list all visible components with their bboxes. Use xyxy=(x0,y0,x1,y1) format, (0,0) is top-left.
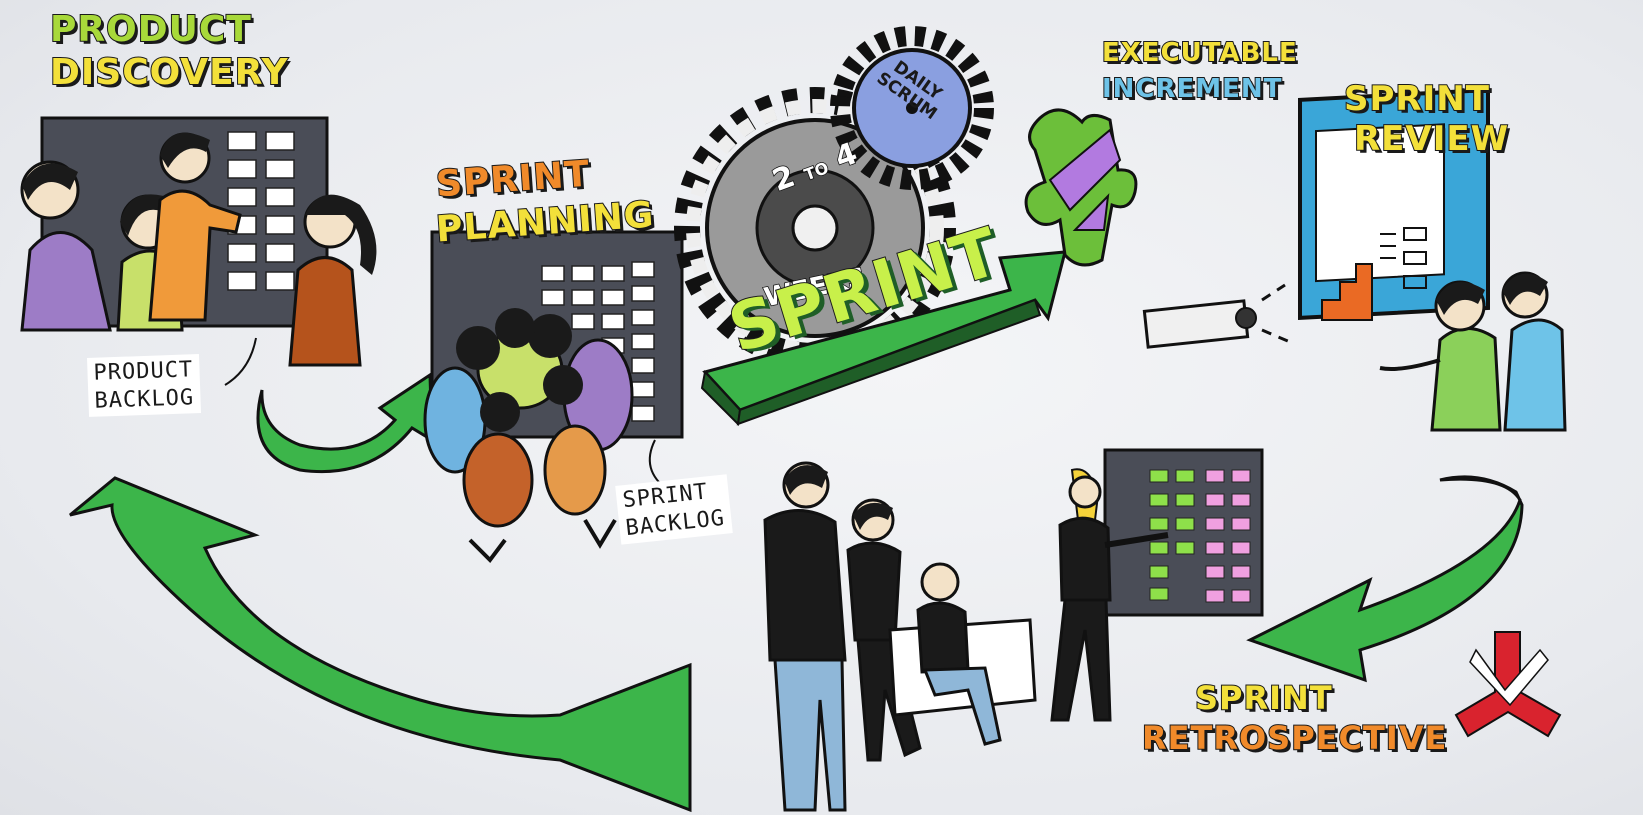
projector xyxy=(1142,283,1291,349)
product-discovery-title-2: DISCOVERY xyxy=(49,52,289,93)
product-discovery-scene xyxy=(20,116,377,367)
executable-increment-title: EXECUTABLE xyxy=(1101,38,1298,68)
projected-checklist xyxy=(1380,227,1427,289)
sprint-review-title: SPRINT xyxy=(1343,79,1490,119)
duration-from: 2 xyxy=(767,158,800,200)
sprint-retrospective-line-1: SPRINT xyxy=(1194,679,1333,717)
reviewer-blue xyxy=(1501,271,1567,432)
sprint-review-scene xyxy=(1142,87,1567,432)
product-discovery-title: PRODUCT xyxy=(49,9,252,50)
product-backlog-pointer xyxy=(224,337,257,386)
executable-increment-line-2: INCREMENT xyxy=(1101,74,1283,104)
sprint-retrospective-title: SPRINT xyxy=(1194,679,1333,717)
arrow-discovery-to-planning xyxy=(256,372,434,474)
retro-facilitator xyxy=(1050,468,1169,722)
executable-increment-line-1: EXECUTABLE xyxy=(1101,38,1298,68)
sprint-retrospective-title-2: RETROSPECTIVE xyxy=(1141,719,1448,757)
duration-to: TO xyxy=(801,157,832,185)
projected-window xyxy=(1315,123,1445,283)
arrow-loop-back xyxy=(69,476,692,813)
person-rust xyxy=(288,194,377,367)
product-backlog-line-1: PRODUCT xyxy=(93,357,194,386)
product-discovery-line-2: DISCOVERY xyxy=(49,52,289,93)
executable-increment-title-2: INCREMENT xyxy=(1101,74,1283,104)
duration-until: 4 xyxy=(830,135,863,177)
person-orange xyxy=(148,132,242,322)
red-corner-logo xyxy=(1454,631,1562,738)
retro-person-1 xyxy=(763,461,847,812)
sprint-retrospective-scene xyxy=(763,448,1264,812)
person-purple xyxy=(20,160,112,332)
sprint-planning-scene xyxy=(224,230,684,564)
sprint-backlog-label: SPRINT BACKLOG xyxy=(615,474,733,545)
retro-pink-notes xyxy=(1205,469,1251,603)
sprint-arrow xyxy=(700,250,1067,427)
arrow-review-to-retrospective xyxy=(1246,475,1524,683)
projected-staircase xyxy=(1321,263,1373,321)
retro-sofa xyxy=(888,562,1037,746)
product-backlog-line-2: BACKLOG xyxy=(94,384,195,414)
puzzle-piece xyxy=(1024,108,1138,267)
small-gear xyxy=(830,26,994,190)
team-huddle xyxy=(423,308,634,564)
retro-green-notes xyxy=(1149,469,1195,601)
sprint-review-line-1: SPRINT xyxy=(1343,79,1490,119)
sprint-review-line-2: REVIEW xyxy=(1353,119,1510,159)
product-backlog-label: PRODUCT BACKLOG xyxy=(87,354,201,417)
sprint-retrospective-line-2: RETROSPECTIVE xyxy=(1141,719,1448,757)
reviewer-green xyxy=(1379,280,1502,432)
sprint-review-title-2: REVIEW xyxy=(1353,119,1510,159)
product-discovery-line-1: PRODUCT xyxy=(49,9,252,50)
